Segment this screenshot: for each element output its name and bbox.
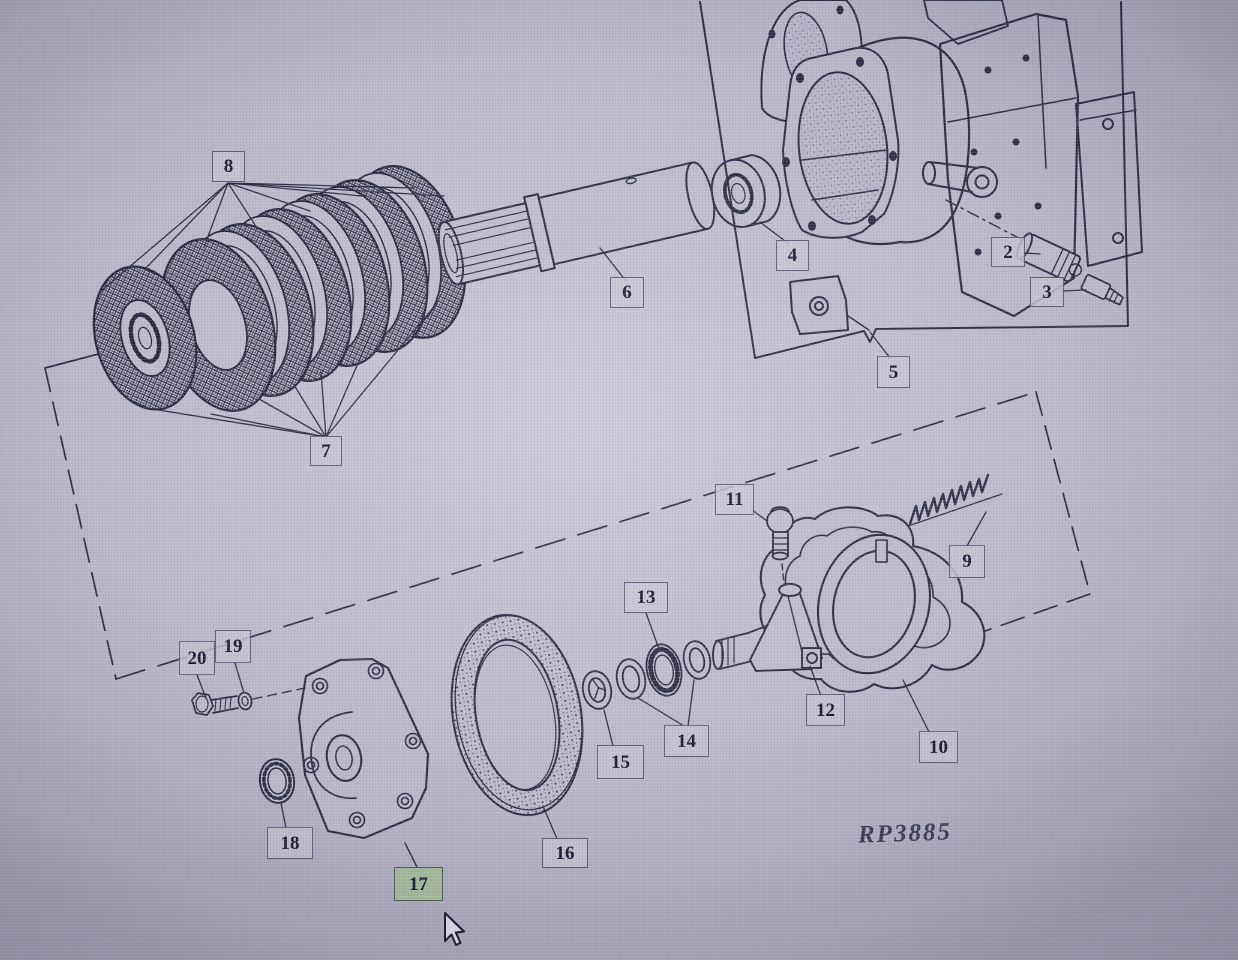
gasket (450, 613, 584, 840)
cover-plate (297, 657, 430, 868)
part-label-18[interactable]: 18 (267, 827, 313, 859)
part-label-8[interactable]: 8 (212, 151, 245, 182)
part-label-12[interactable]: 12 (806, 694, 845, 726)
bolt-and-washer (191, 662, 306, 716)
washers-and-bearing (581, 612, 712, 747)
arrow-cursor-icon (444, 912, 465, 946)
leader-lines-8 (99, 182, 445, 293)
cam-plate (759, 506, 986, 733)
part-label-7[interactable]: 7 (310, 436, 342, 466)
seal-ring (258, 758, 296, 829)
part-label-6[interactable]: 6 (610, 277, 644, 308)
part-label-15[interactable]: 15 (597, 745, 644, 779)
clutch-disc-stack (92, 151, 486, 426)
part-label-11[interactable]: 11 (715, 484, 754, 515)
splined-coupling (710, 154, 790, 245)
part-label-14[interactable]: 14 (664, 725, 709, 757)
fitting-3 (1061, 274, 1124, 306)
trunnion-yoke (712, 583, 823, 697)
valve-stem (751, 506, 794, 585)
part-label-5[interactable]: 5 (877, 356, 910, 388)
pto-shaft (437, 161, 716, 286)
part-label-3[interactable]: 3 (1030, 277, 1064, 307)
part-label-17-selected[interactable]: 17 (394, 867, 443, 901)
hydraulic-pump-assembly (760, 0, 1143, 335)
part-label-4[interactable]: 4 (776, 240, 809, 271)
leader-lines-7 (145, 302, 438, 438)
part-label-2[interactable]: 2 (991, 237, 1025, 267)
housing-panel (699, 1, 1129, 359)
mouse-cursor (443, 912, 467, 955)
part-label-9[interactable]: 9 (949, 545, 985, 578)
part-label-13[interactable]: 13 (624, 582, 668, 613)
part-label-16[interactable]: 16 (542, 838, 588, 868)
drawing-number: RP3885 (857, 818, 953, 849)
part-label-19[interactable]: 19 (215, 630, 251, 663)
part-label-10[interactable]: 10 (919, 731, 958, 763)
part-label-20[interactable]: 20 (179, 641, 215, 675)
